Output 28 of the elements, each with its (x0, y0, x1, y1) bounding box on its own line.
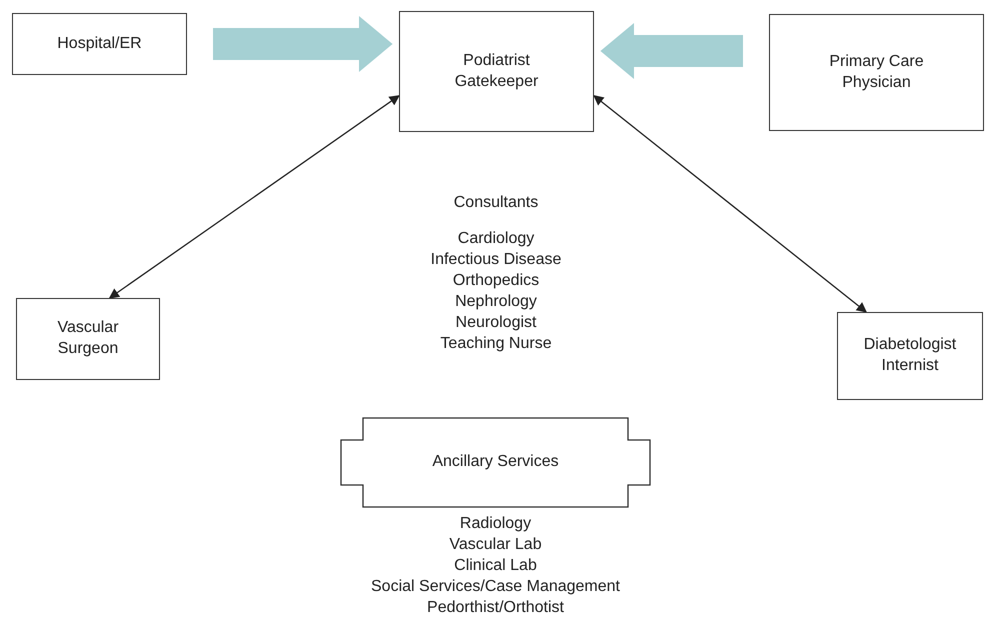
double-arrow (593, 95, 868, 313)
node-label: Podiatrist Gatekeeper (454, 50, 540, 92)
consultant-item: Infectious Disease (430, 251, 562, 269)
service-item: Social Services/Case Management (371, 578, 620, 596)
node-label: Primary Care Physician (828, 52, 925, 92)
consultant-item: Neurologist (456, 314, 536, 332)
consultant-item: Cardiology (458, 230, 534, 248)
block-arrow (213, 16, 393, 72)
consultant-item: Orthopedics (452, 272, 540, 290)
process-box (837, 312, 983, 400)
group-heading: Consultants (454, 194, 538, 212)
node-label: Ancillary Services (431, 452, 560, 472)
process-box (769, 14, 984, 131)
process-box (12, 13, 187, 75)
service-item: Vascular Lab (449, 536, 542, 554)
double-arrow (108, 95, 400, 299)
node-label: Diabetologist Internist (862, 335, 958, 376)
process-box (399, 11, 594, 132)
node-label: Vascular Surgeon (56, 318, 120, 359)
service-item: Pedorthist/Orthotist (427, 599, 564, 617)
service-item: Radiology (460, 515, 532, 533)
consultant-item: Teaching Nurse (440, 335, 552, 353)
service-item: Clinical Lab (454, 557, 537, 575)
consultant-item: Nephrology (455, 293, 537, 311)
node-label: Hospital/ER (56, 34, 143, 54)
block-arrow (600, 23, 743, 79)
process-box (16, 298, 160, 380)
plaque-shape (341, 418, 650, 507)
